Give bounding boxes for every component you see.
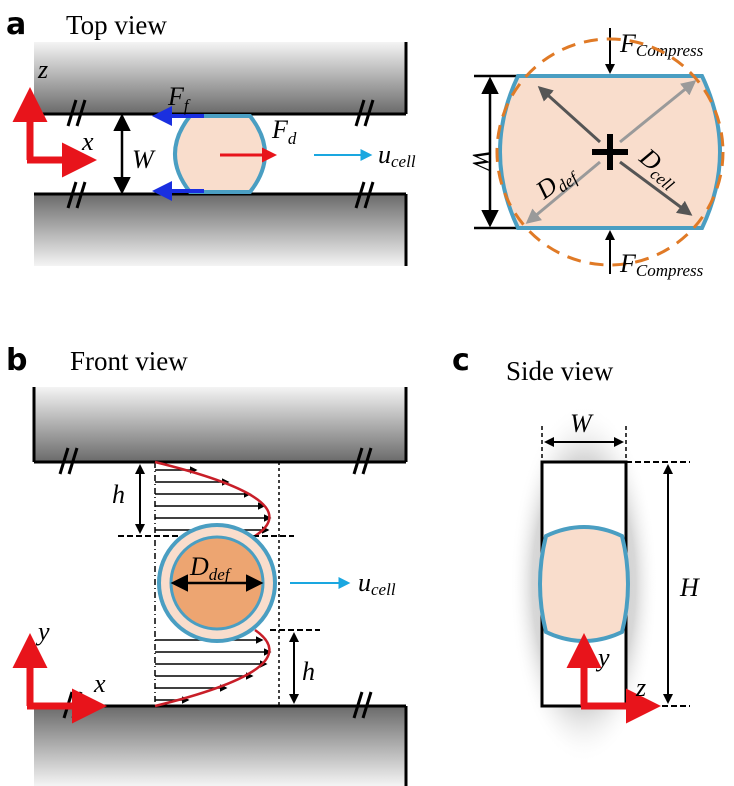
break-marks-a [66, 99, 375, 209]
d-def-arrow-upper [537, 85, 602, 144]
compress-force-label-top: FCompress [619, 29, 704, 60]
top-wall-b [34, 387, 406, 462]
cell-detail: FCompress W Ddef Dcell FCompress [467, 28, 725, 280]
axes-zx-a: z x [12, 55, 97, 178]
panel-c: c Side view W H y z [452, 343, 700, 764]
panel-a: a Top view z x W Ff [6, 7, 416, 266]
axis-label-z-a: z [37, 55, 48, 84]
bottom-wall-a [34, 194, 406, 266]
d-cell-arrow-upper [619, 80, 697, 144]
panel-letter-b: b [6, 343, 27, 378]
undeformed-cell-circle [495, 37, 725, 267]
velocity-curve-top [154, 460, 271, 538]
panel-letter-c: c [452, 343, 470, 378]
width-label-detail: W [467, 149, 496, 173]
bottom-wall-b [34, 706, 406, 786]
h-label-top: h [112, 480, 125, 509]
d-def-arrow-lower [619, 160, 693, 216]
d-cell-arrow-lower [525, 160, 601, 224]
top-wall-a [34, 42, 406, 114]
panel-letter-a: a [6, 7, 26, 42]
axes-yx-b: y x [12, 617, 107, 724]
drag-force-label: Fd [271, 115, 297, 148]
d-def-label-b: Ddef [189, 552, 232, 584]
width-label-a: W [132, 145, 156, 174]
width-label-c: W [570, 409, 594, 438]
axis-label-x-b: x [93, 669, 106, 698]
h-label-bottom: h [302, 657, 315, 686]
axis-label-z-c: z [635, 673, 646, 702]
compress-force-label-bottom: FCompress [619, 249, 704, 280]
height-label-c: H [679, 573, 700, 602]
panel-title-a: Top view [66, 10, 167, 40]
velocity-label-b: ucell [358, 568, 396, 599]
panel-title-b: Front view [70, 346, 188, 376]
velocity-curve-bottom [154, 628, 271, 708]
axis-label-x-a: x [81, 127, 94, 156]
friction-force-label: Ff [167, 82, 191, 115]
panel-title-c: Side view [506, 356, 614, 386]
axis-label-y-b: y [35, 617, 50, 646]
velocity-label-a: ucell [378, 140, 416, 171]
panel-b: b Front view y x [6, 343, 408, 786]
axis-label-y-c: y [595, 643, 610, 672]
cell-side-view [538, 525, 630, 643]
